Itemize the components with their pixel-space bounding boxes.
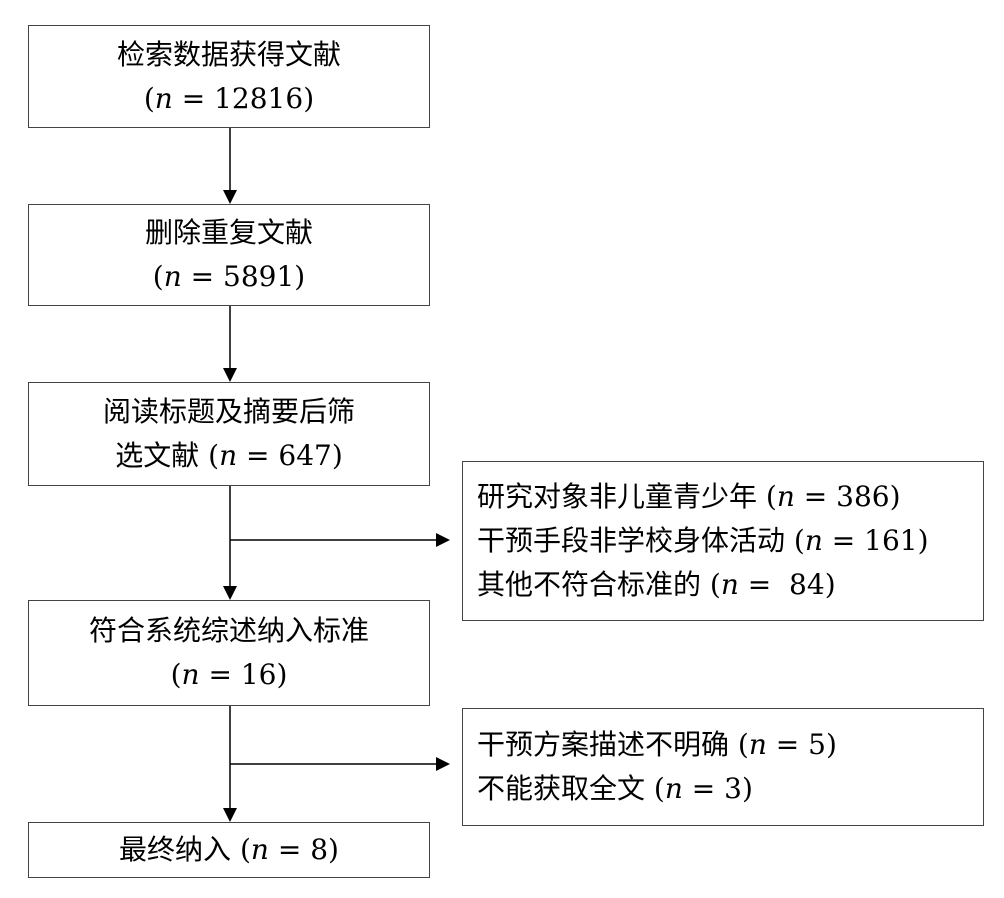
included-count: (n = 16) — [170, 658, 288, 691]
box-final: 最终纳入 (n = 8) — [28, 822, 430, 878]
screened-label-line1: 阅读标题及摘要后筛 — [102, 395, 355, 428]
box-retrieved: 检索数据获得文献 (n = 12816) — [28, 25, 430, 128]
box-deduplicated: 删除重复文献 (n = 5891) — [28, 204, 430, 306]
exclusion-1-item: 研究对象非儿童青少年 (n = 386) — [477, 480, 901, 513]
box-exclusion-1: 研究对象非儿童青少年 (n = 386) 干预手段非学校身体活动 (n = 16… — [462, 461, 984, 621]
retrieved-count: (n = 12816) — [143, 81, 315, 115]
dedup-count: (n = 5891) — [152, 260, 306, 293]
exclusion-1-item: 其他不符合标准的 (n = 84) — [477, 568, 836, 601]
screened-label-line2: 选文献 (n = 647) — [115, 439, 343, 472]
final-label: 最终纳入 (n = 8) — [119, 833, 339, 866]
dedup-label: 删除重复文献 — [144, 216, 313, 249]
box-included-systematic: 符合系统综述纳入标准 (n = 16) — [28, 600, 430, 706]
exclusion-1-item: 干预手段非学校身体活动 (n = 161) — [477, 524, 929, 557]
exclusion-2-item: 干预方案描述不明确 (n = 5) — [477, 728, 837, 761]
box-screened: 阅读标题及摘要后筛 选文献 (n = 647) — [28, 382, 430, 486]
included-label: 符合系统综述纳入标准 — [88, 614, 369, 647]
box-exclusion-2: 干预方案描述不明确 (n = 5) 不能获取全文 (n = 3) — [462, 708, 984, 826]
exclusion-2-item: 不能获取全文 (n = 3) — [477, 772, 753, 805]
retrieved-label: 检索数据获得文献 — [116, 37, 341, 71]
